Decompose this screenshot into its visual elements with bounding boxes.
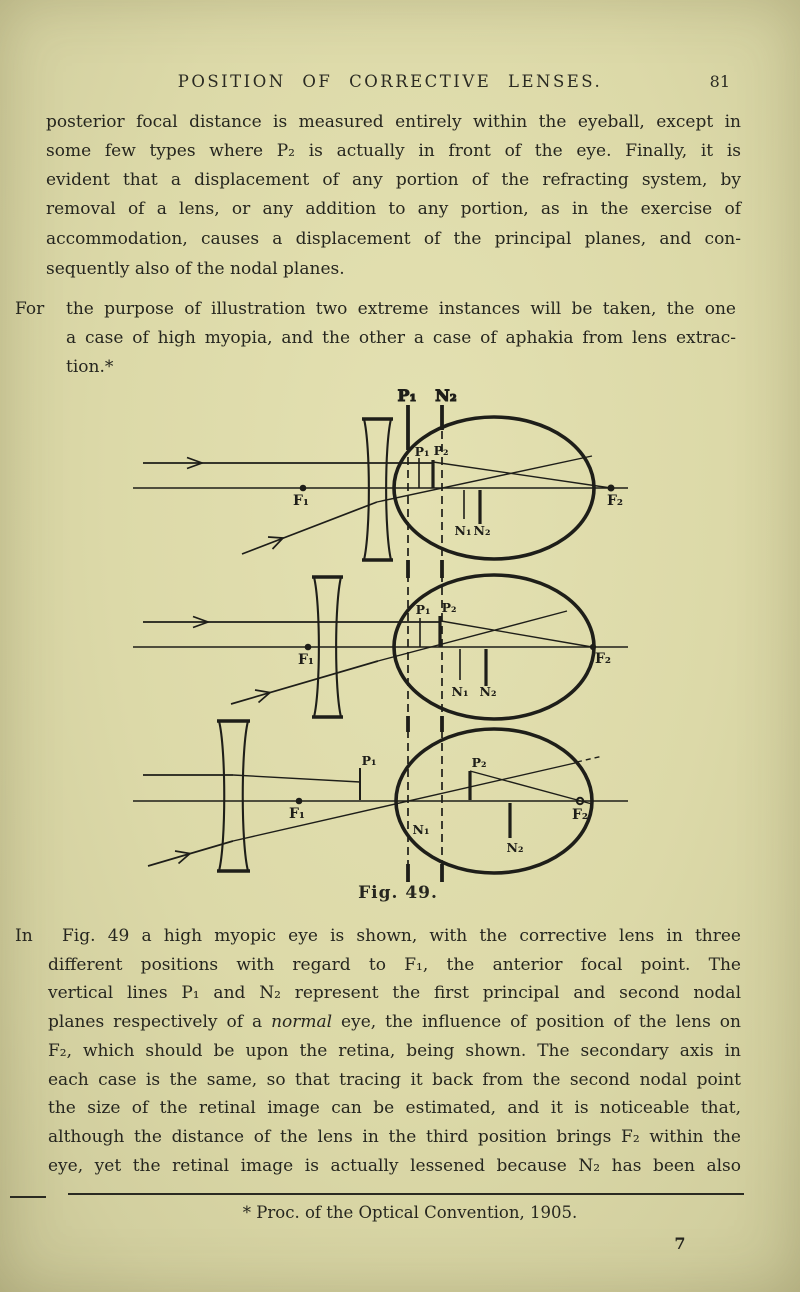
footnote: * Proc. of the Optical Convention, 1905. [242,1203,578,1222]
plane-label-p1: P₁ [397,386,416,405]
eyeball-outline [394,727,594,875]
refracted-ray-to-f2 [432,461,612,489]
p1-tick-label: P₁ [416,602,431,617]
f1-label: F₁ [289,806,305,822]
paragraph-line: each case is the same, so that tracing i… [48,1070,741,1090]
paragraph-line: accommodation, causes a displacement of … [46,229,741,249]
line-text: eye, the influence of position of the le… [332,1012,741,1032]
p1-tick-label: P₁ [415,444,430,459]
paragraph-line: Fig. 49 a high myopic eye is shown, with… [62,926,741,946]
secondary-axis-ray [241,501,378,555]
p2-tick-label: P₂ [472,755,487,770]
line-text: planes respectively of a [48,1012,272,1032]
paragraph-line: removal of a lens, or any addition to an… [46,199,741,219]
paragraph-line: different positions with regard to F₁, t… [48,955,741,975]
f2-point [607,484,615,492]
f1-point [299,484,307,492]
page-number-top: 81 [709,72,730,91]
f1-point [295,797,303,805]
n2-tick-label: N₂ [480,684,497,699]
page-number-bottom: 7 [674,1234,686,1253]
figure-caption: Fig. 49. [358,883,438,903]
paragraph-line: posterior focal distance is measured ent… [46,112,741,132]
paragraph-line: the purpose of illustration two extreme … [66,299,736,319]
paragraph-line: eye, yet the retinal image is actually l… [48,1156,741,1176]
footnote-rule-dash [10,1196,46,1199]
ray-arrowhead [192,615,211,629]
concave-lens [217,719,250,873]
secondary-axis-in-eye [232,762,576,842]
f2-label: F₂ [595,651,611,667]
paragraph-line: some few types where P₂ is actually in f… [46,141,741,161]
paragraph-line: planes respectively of a normal eye, the… [48,1012,741,1036]
concave-lens [362,417,393,562]
diagram-3: F₁ F₂ P₁ P₂ N₁ N₂ [133,719,628,875]
footnote-rule [68,1193,744,1196]
n1-tick-label: N₁ [413,822,430,837]
paragraph-line: the size of the retinal image can be est… [48,1098,741,1118]
paragraph-line: tion.* [66,357,114,377]
paragraph-line: a case of high myopia, and the other a c… [66,328,736,348]
ray-arrowhead [254,689,272,704]
p2-tick-label: P₂ [434,443,449,458]
ray-arrowhead [186,456,205,470]
plane-label-n2: N₂ [435,386,457,405]
n2-tick-label: N₂ [474,523,491,538]
plane-line-solid-segments [406,405,444,882]
f1-label: F₁ [298,652,314,668]
italic-word: normal [271,1012,333,1032]
f2-label: F₂ [607,493,623,509]
paragraph-line: evident that a displacement of any porti… [46,170,741,190]
n1-tick-label: N₁ [452,684,469,699]
refracted-ray-to-f2 [469,770,593,805]
secondary-axis-ray [230,660,379,705]
p1-tick-label: P₁ [362,753,377,768]
f2-label: F₂ [572,807,588,823]
diagram-1: F₁ F₂ P₁ P₂ N₁ N₂ [133,415,628,562]
ray-arrowhead [174,850,192,865]
paragraph-lead: In [15,926,33,946]
refracted-ray-to-p1 [232,774,361,783]
f1-point [304,643,312,651]
paragraph-lead: For [15,299,45,319]
secondary-axis-in-eye [376,455,593,503]
diagram-2: F₁ F₂ P₁ P₂ N₁ N₂ [133,573,628,721]
eyeball-outline [392,415,596,561]
secondary-axis-in-eye [377,610,568,662]
paragraph-line: sequently also of the nodal planes. [46,259,345,279]
paragraph-line: although the distance of the lens in the… [48,1127,741,1147]
f1-label: F₁ [293,493,309,509]
n1-tick-label: N₁ [455,523,472,538]
secondary-axis-extension [576,755,604,763]
ray-arrowhead [267,536,285,550]
f2-point [589,643,597,651]
n2-tick-label: N₂ [507,840,524,855]
paragraph-line: vertical lines P₁ and N₂ represent the f… [48,983,741,1003]
page-header-title: POSITION OF CORRECTIVE LENSES. [177,72,603,91]
normal-eye-plane-lines: P₁ N₂ [397,386,457,882]
f2-point [575,796,585,806]
refracted-ray-to-f2 [440,620,593,648]
p2-tick-label: P₂ [442,600,457,615]
paragraph-line: F₂, which should be upon the retina, bei… [48,1041,741,1061]
